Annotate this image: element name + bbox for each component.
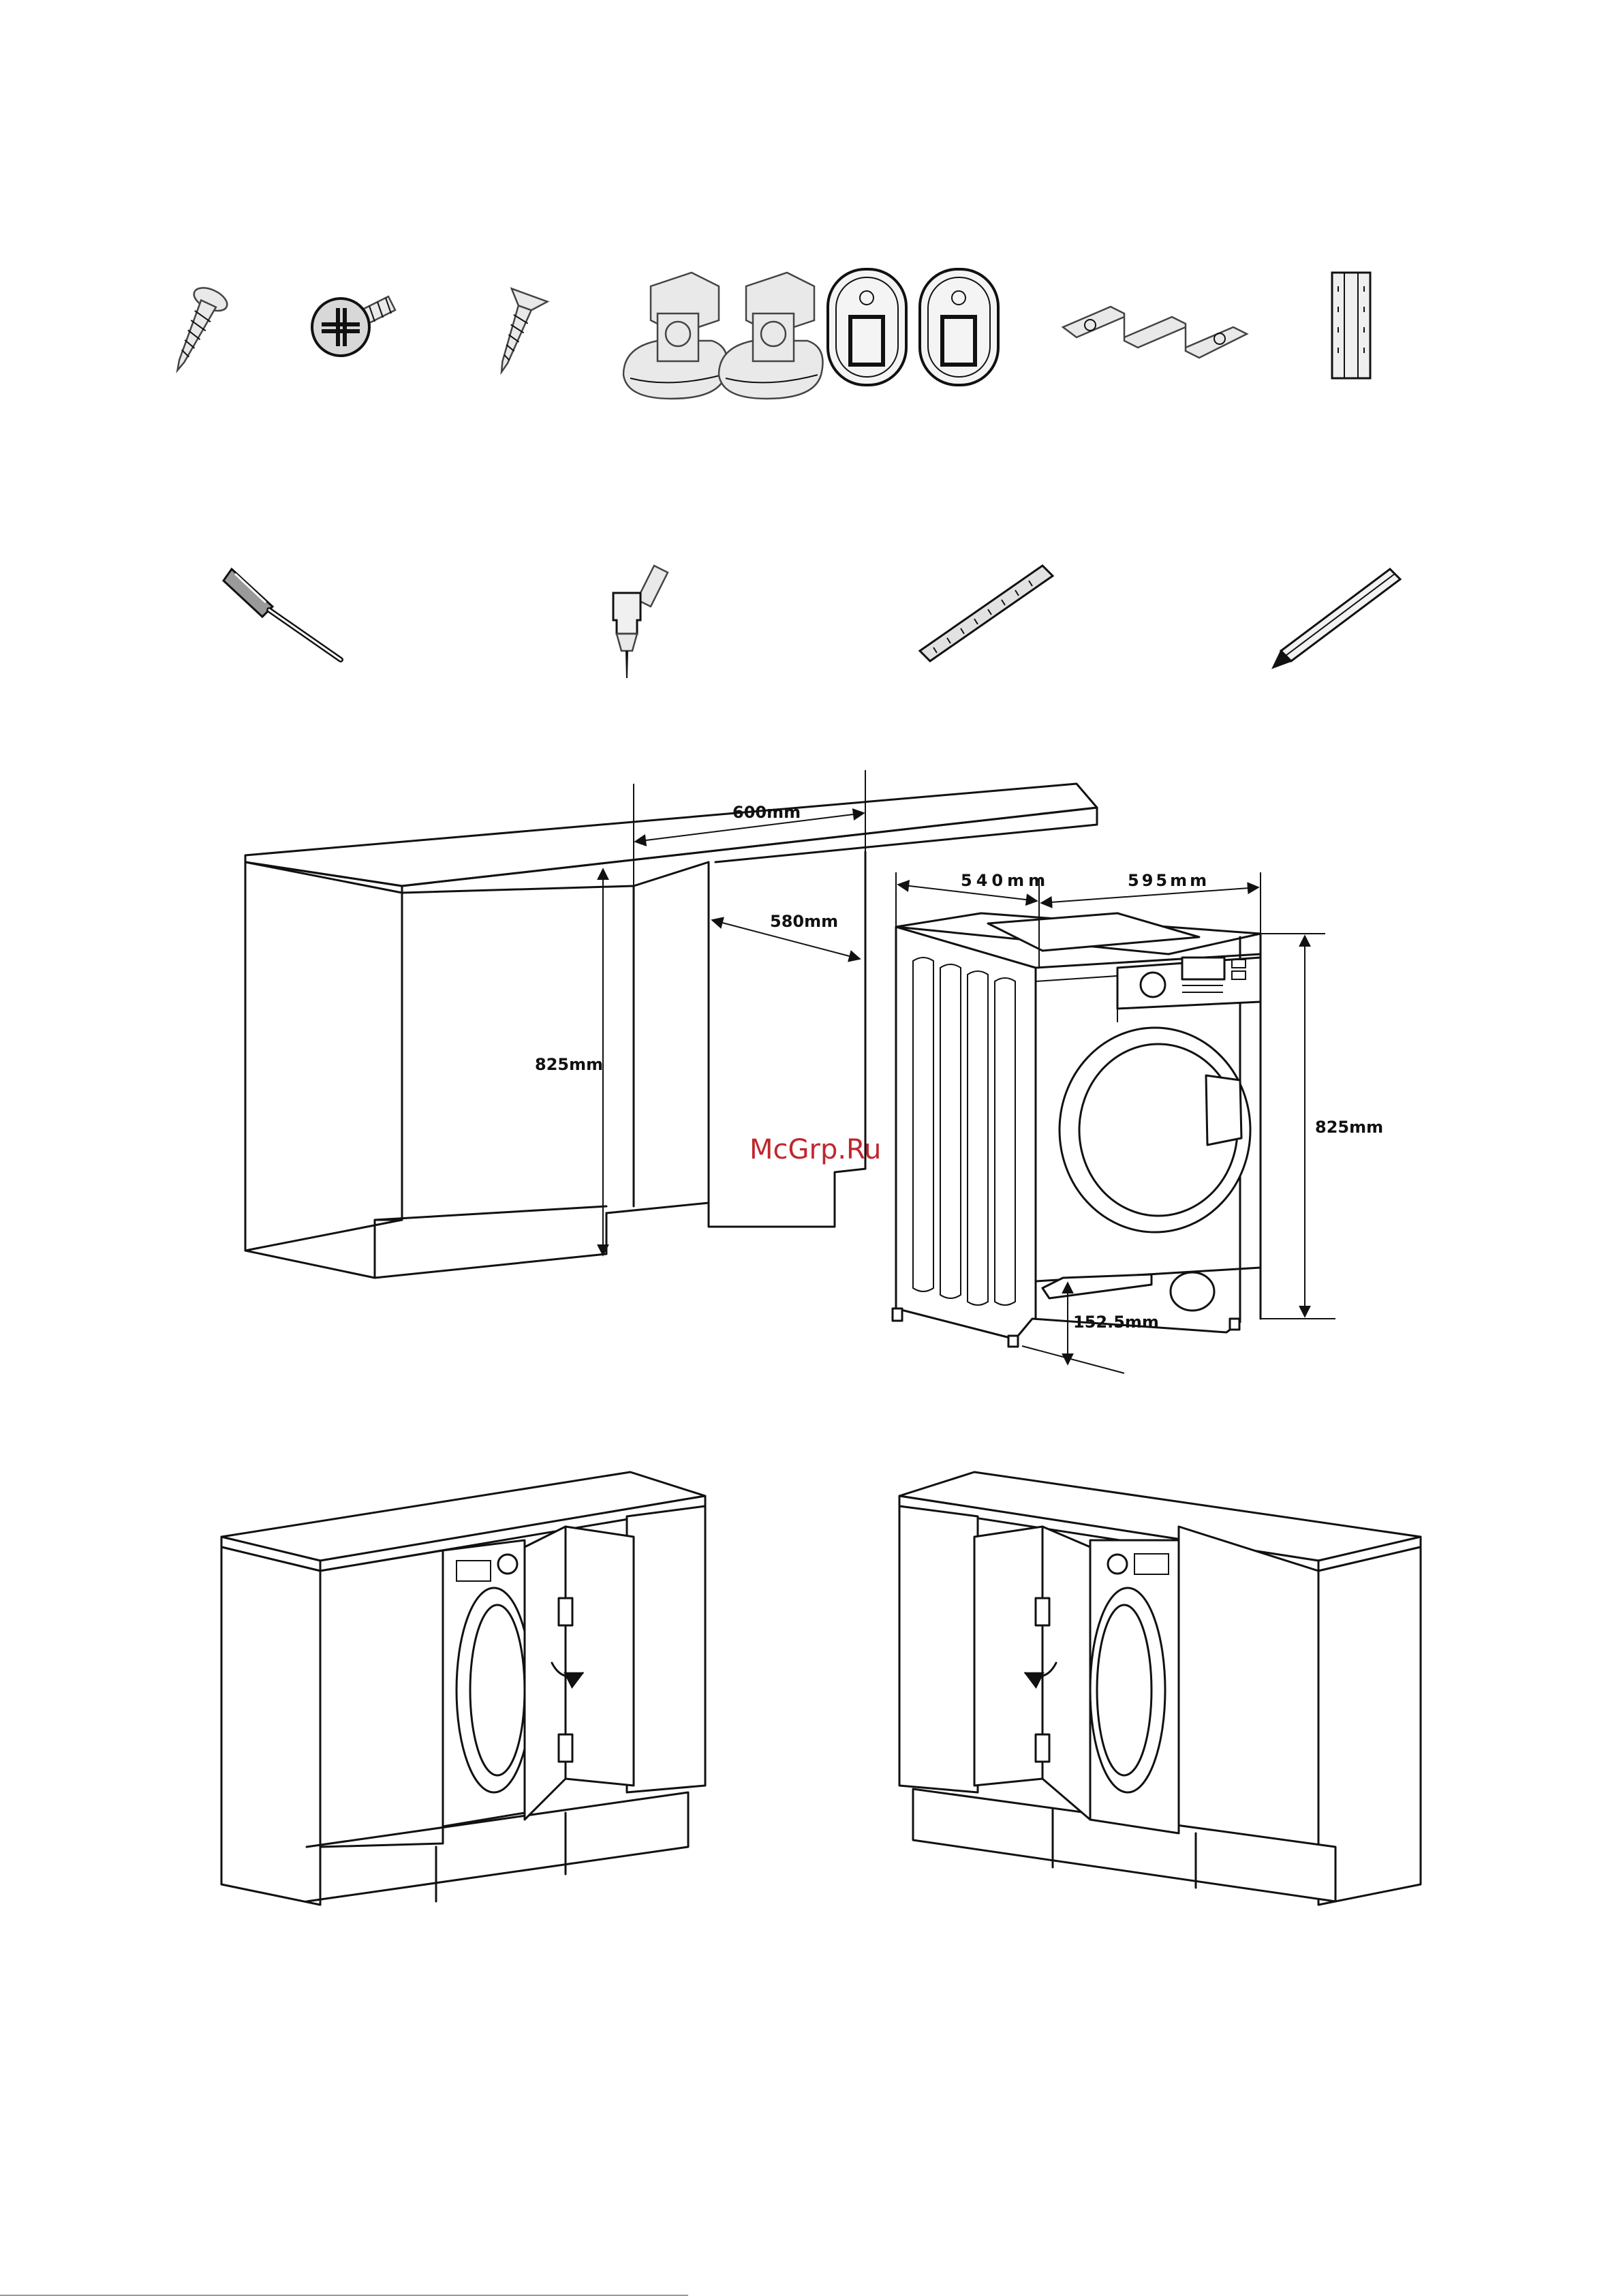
ruler-icon: [920, 566, 1053, 661]
dim-machine-width: 595mm: [1128, 871, 1209, 890]
drill-icon: [613, 566, 668, 678]
countersunk-screw-icon: [484, 288, 548, 378]
door-right-opening-diagram: [899, 1472, 1421, 1905]
dim-cabinet-width: 600mm: [732, 803, 801, 822]
magnet-catch-pair-icon: [828, 269, 998, 385]
self-tapping-screw-icon: [161, 284, 231, 378]
niche-opening: [402, 852, 865, 1227]
dim-machine-depth: 540mm: [961, 871, 1049, 890]
door-left-opening-diagram: [221, 1472, 705, 1905]
watermark: McGrp.Ru: [749, 1134, 881, 1165]
screwdriver-icon: [223, 569, 341, 660]
pencil-icon: [1273, 569, 1400, 668]
hinge-pair-icon: [623, 273, 823, 399]
dimension-diagram: 600mm 580mm 825mm: [245, 770, 1383, 1373]
hinge-strip-icon: [1332, 273, 1370, 378]
washing-machine: [893, 913, 1261, 1347]
mounting-bracket-icon: [1063, 307, 1247, 358]
tools-row: [223, 566, 1400, 678]
dim-machine-height: 825mm: [1315, 1118, 1383, 1137]
dim-cabinet-depth: 580mm: [770, 912, 838, 931]
accessories-row: [161, 269, 1370, 399]
dim-door-height: 152.5mm: [1073, 1313, 1159, 1332]
pan-head-screw-icon: [312, 296, 395, 356]
dim-cabinet-height: 825mm: [535, 1055, 603, 1074]
